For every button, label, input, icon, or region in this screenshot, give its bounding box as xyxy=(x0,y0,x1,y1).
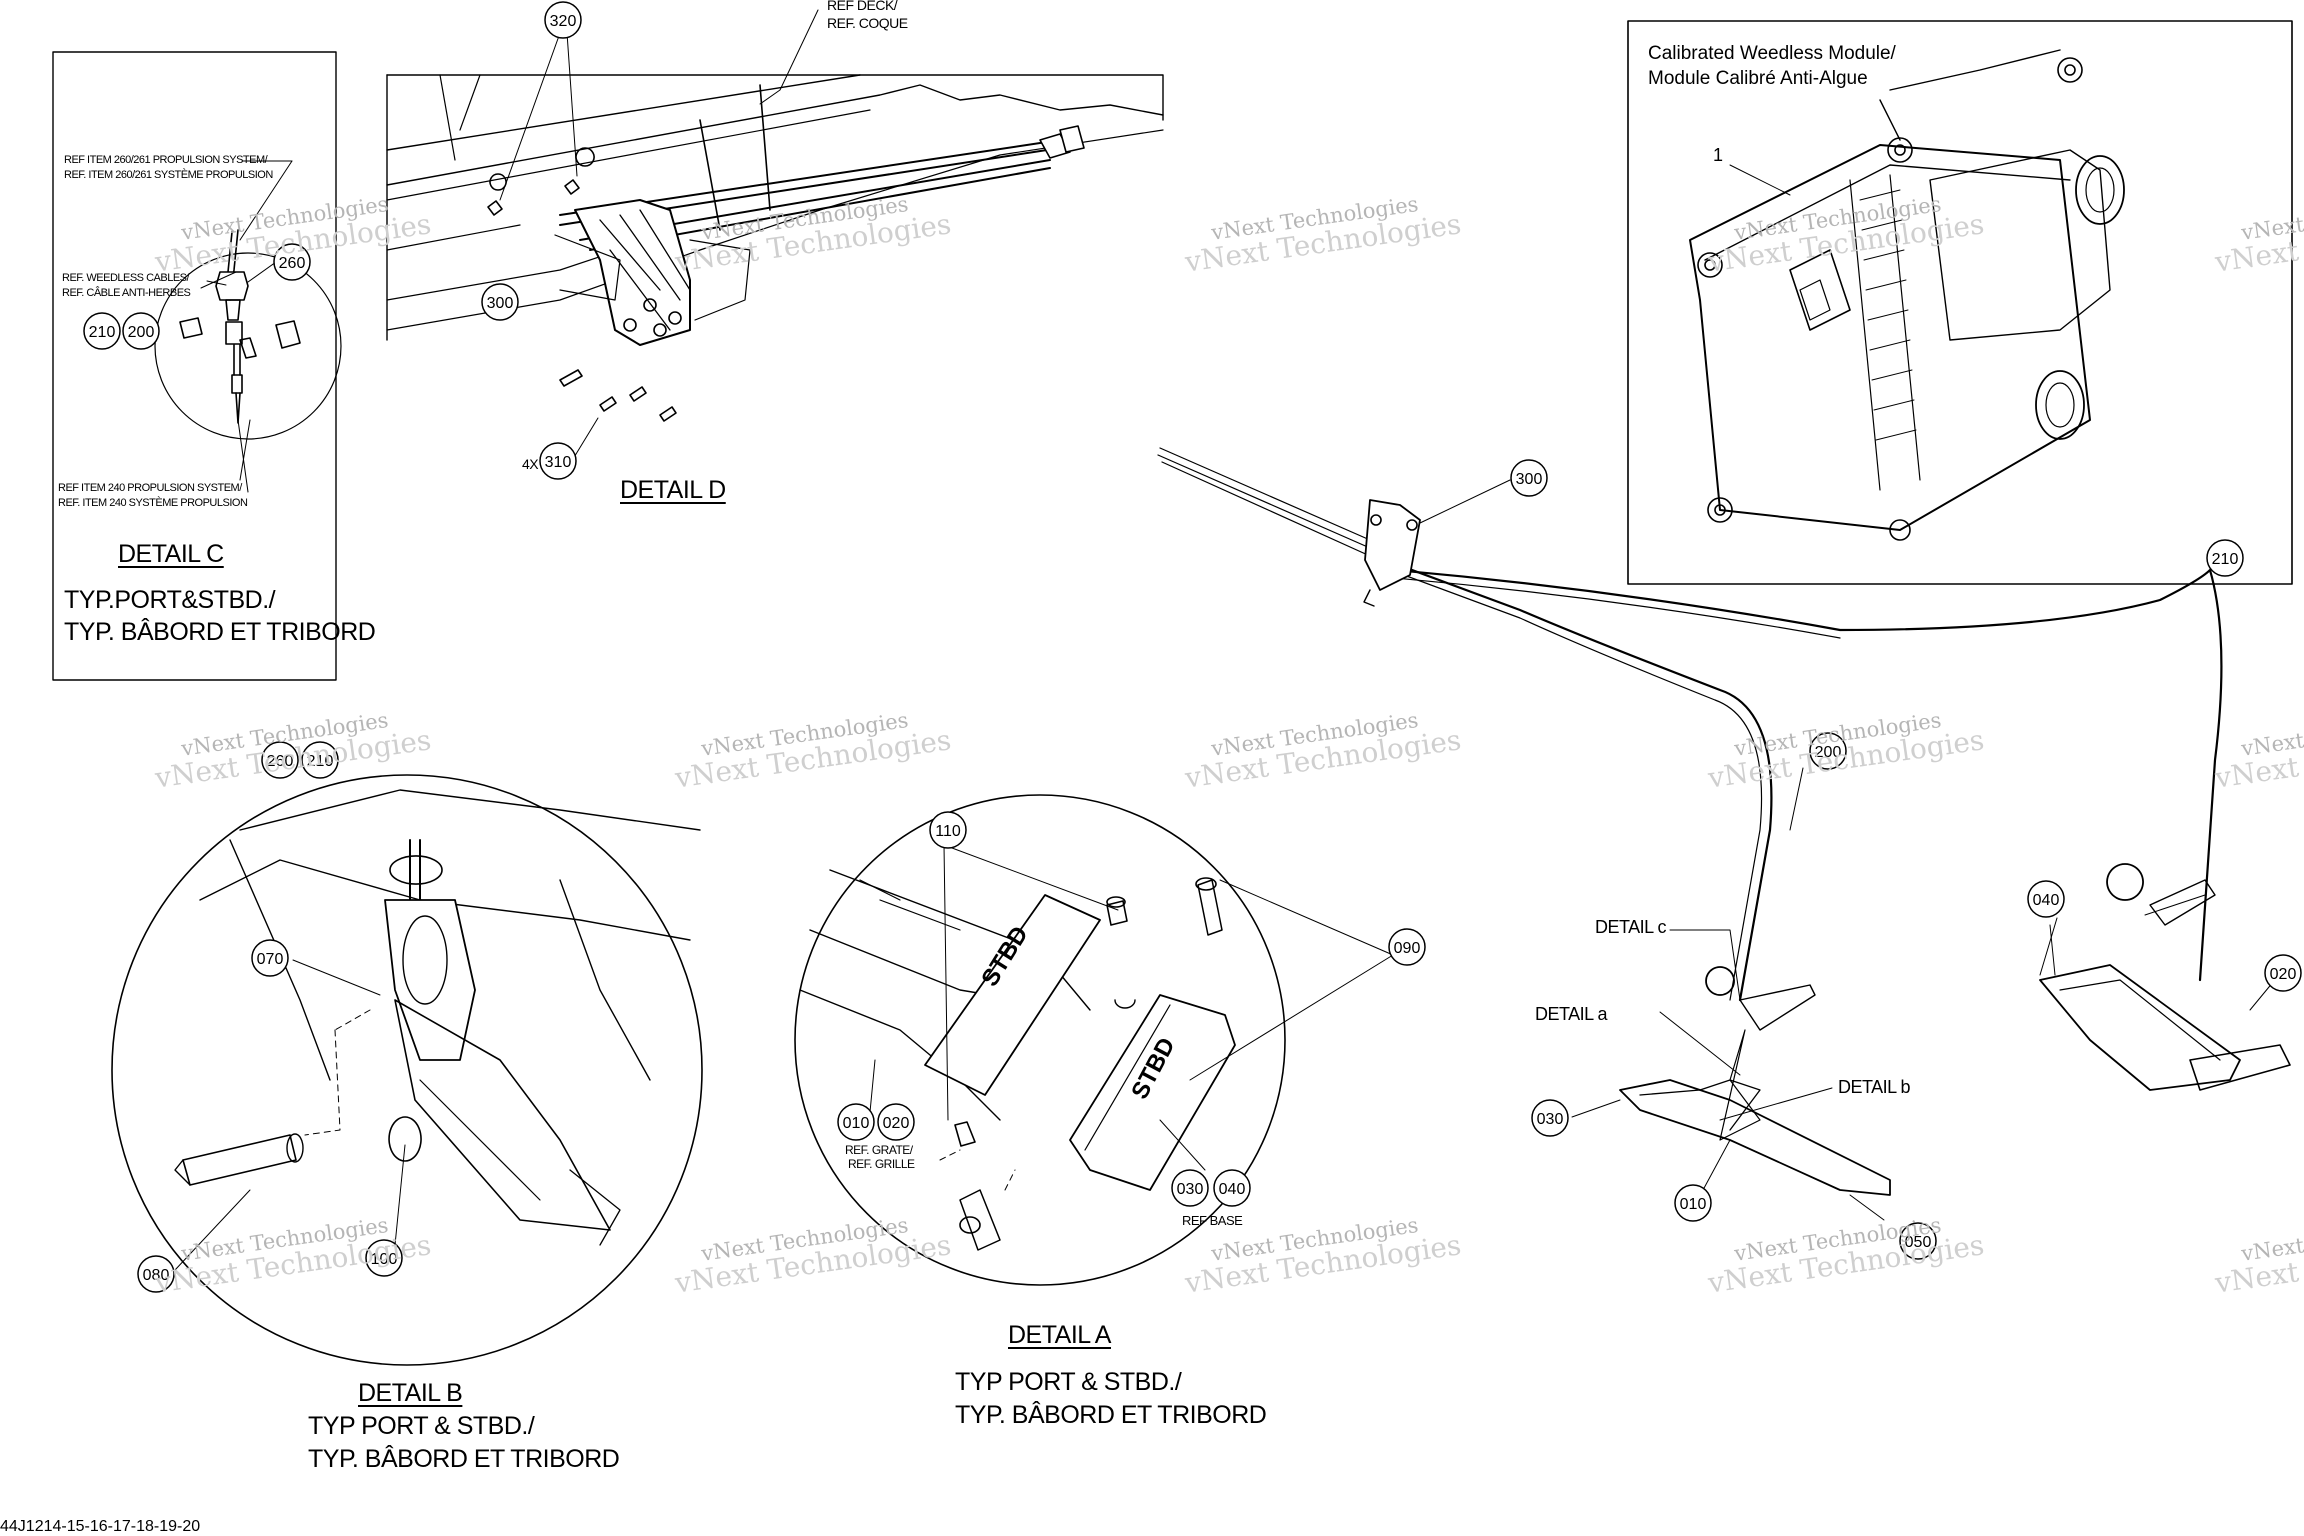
callout-number: 260 xyxy=(267,753,294,770)
callout-c020m: 020 xyxy=(2264,954,2302,992)
detail-c-cable-b: REF. CÂBLE ANTI-HERBES xyxy=(62,287,191,299)
callout-number: 040 xyxy=(2033,892,2060,909)
callout-number: 100 xyxy=(371,1251,398,1268)
callout-c200m: 200 xyxy=(1809,732,1847,770)
callout-c300m: 300 xyxy=(1510,459,1548,497)
callout-number: 210 xyxy=(307,753,334,770)
callout-c100: 100 xyxy=(365,1239,403,1277)
detail-b-title: DETAIL B xyxy=(358,1379,463,1407)
ref-deck-label-1: REF DECK/ xyxy=(827,0,898,13)
detail-c-title: DETAIL C xyxy=(118,540,224,568)
detail-d-title: DETAIL D xyxy=(620,476,726,504)
detail-b-typ-2: TYP. BÂBORD ET TRIBORD xyxy=(308,1445,620,1473)
callout-number: 300 xyxy=(487,295,514,312)
callout-number: 010 xyxy=(1680,1196,1707,1213)
callout-c200c: 200 xyxy=(122,312,160,350)
callout-c040m: 040 xyxy=(2027,880,2065,918)
ref-base: REF BASE xyxy=(1182,1213,1243,1228)
callout-number: 320 xyxy=(550,13,577,30)
ref-grate-b: REF. GRILLE xyxy=(848,1157,915,1171)
callout-number: 050 xyxy=(1905,1234,1932,1251)
module-item-number: 1 xyxy=(1713,145,1724,165)
callout-c020a: 020 xyxy=(877,1103,915,1141)
callout-c210c: 210 xyxy=(83,312,121,350)
callout-number: 030 xyxy=(1537,1111,1564,1128)
callout-number: 300 xyxy=(1516,471,1543,488)
detail-a-typ-1: TYP PORT & STBD./ xyxy=(955,1368,1182,1396)
callout-c010a: 010 xyxy=(837,1103,875,1141)
module-frame xyxy=(1627,20,2293,585)
callout-c030a: 030 xyxy=(1171,1169,1209,1207)
callout-number: 080 xyxy=(143,1267,170,1284)
main-detail-a-label: DETAIL a xyxy=(1535,1004,1608,1024)
drawing-id: 44J1214-15-16-17-18-19-20 xyxy=(0,1518,201,1535)
callout-c030m: 030 xyxy=(1531,1099,1569,1137)
main-detail-b-label: DETAIL b xyxy=(1838,1077,1911,1097)
callout-c070: 070 xyxy=(251,939,289,977)
callout-c260b: 260 xyxy=(261,741,299,779)
callout-number: 260 xyxy=(279,255,306,272)
callout-c040a: 040 xyxy=(1213,1169,1251,1207)
callout-number: 040 xyxy=(1219,1181,1246,1198)
module-title-fr: Module Calibré Anti-Algue xyxy=(1648,68,1868,89)
callout-number: 210 xyxy=(2212,551,2239,568)
callout-number: 090 xyxy=(1394,940,1421,957)
callout-number: 200 xyxy=(1815,744,1842,761)
ref-grate-a: REF. GRATE/ xyxy=(845,1143,913,1157)
detail-c-note-1b: REF. ITEM 260/261 SYSTÈME PROPULSION xyxy=(64,169,273,181)
callout-number: 210 xyxy=(89,324,116,341)
detail-c-note-1a: REF ITEM 260/261 PROPULSION SYSTEM/ xyxy=(64,154,268,166)
callout-number: 030 xyxy=(1177,1181,1204,1198)
callout-c210m: 210 xyxy=(2206,539,2244,577)
detail-c-note-2a: REF ITEM 240 PROPULSION SYSTEM/ xyxy=(58,482,242,494)
callout-c090: 090 xyxy=(1388,928,1426,966)
ref-deck-label-2: REF. COQUE xyxy=(827,15,908,31)
detail-d-qty: 4X xyxy=(522,456,539,472)
callout-c080: 080 xyxy=(137,1255,175,1293)
callout-c260c: 260 xyxy=(273,243,311,281)
callout-number: 020 xyxy=(2270,966,2297,983)
callout-c310: 310 xyxy=(539,442,577,480)
detail-c-typ-2: TYP. BÂBORD ET TRIBORD xyxy=(64,618,376,646)
callout-c320: 320 xyxy=(544,1,582,39)
callout-number: 110 xyxy=(935,823,961,840)
callout-c210b: 210 xyxy=(301,741,339,779)
callout-c300d: 300 xyxy=(481,283,519,321)
module-title-en: Calibrated Weedless Module/ xyxy=(1648,43,1896,64)
detail-a-title: DETAIL A xyxy=(1008,1321,1111,1349)
detail-c-typ-1: TYP.PORT&STBD./ xyxy=(64,586,276,614)
callout-c010m: 010 xyxy=(1674,1184,1712,1222)
detail-c-note-2b: REF. ITEM 240 SYSTÈME PROPULSION xyxy=(58,497,248,509)
detail-a-typ-2: TYP. BÂBORD ET TRIBORD xyxy=(955,1401,1267,1429)
main-detail-c-label: DETAIL c xyxy=(1595,917,1667,937)
detail-b-typ-1: TYP PORT & STBD./ xyxy=(308,1412,535,1440)
callout-number: 200 xyxy=(128,324,155,341)
callout-number: 310 xyxy=(545,454,572,471)
detail-c-frame xyxy=(52,51,337,681)
callout-c050m: 050 xyxy=(1899,1222,1937,1260)
callout-number: 020 xyxy=(883,1115,910,1132)
callout-c110: 110 xyxy=(929,811,967,849)
callout-number: 070 xyxy=(257,951,284,968)
callout-number: 010 xyxy=(843,1115,870,1132)
detail-c-cable-a: REF. WEEDLESS CABLES/ xyxy=(62,272,190,284)
